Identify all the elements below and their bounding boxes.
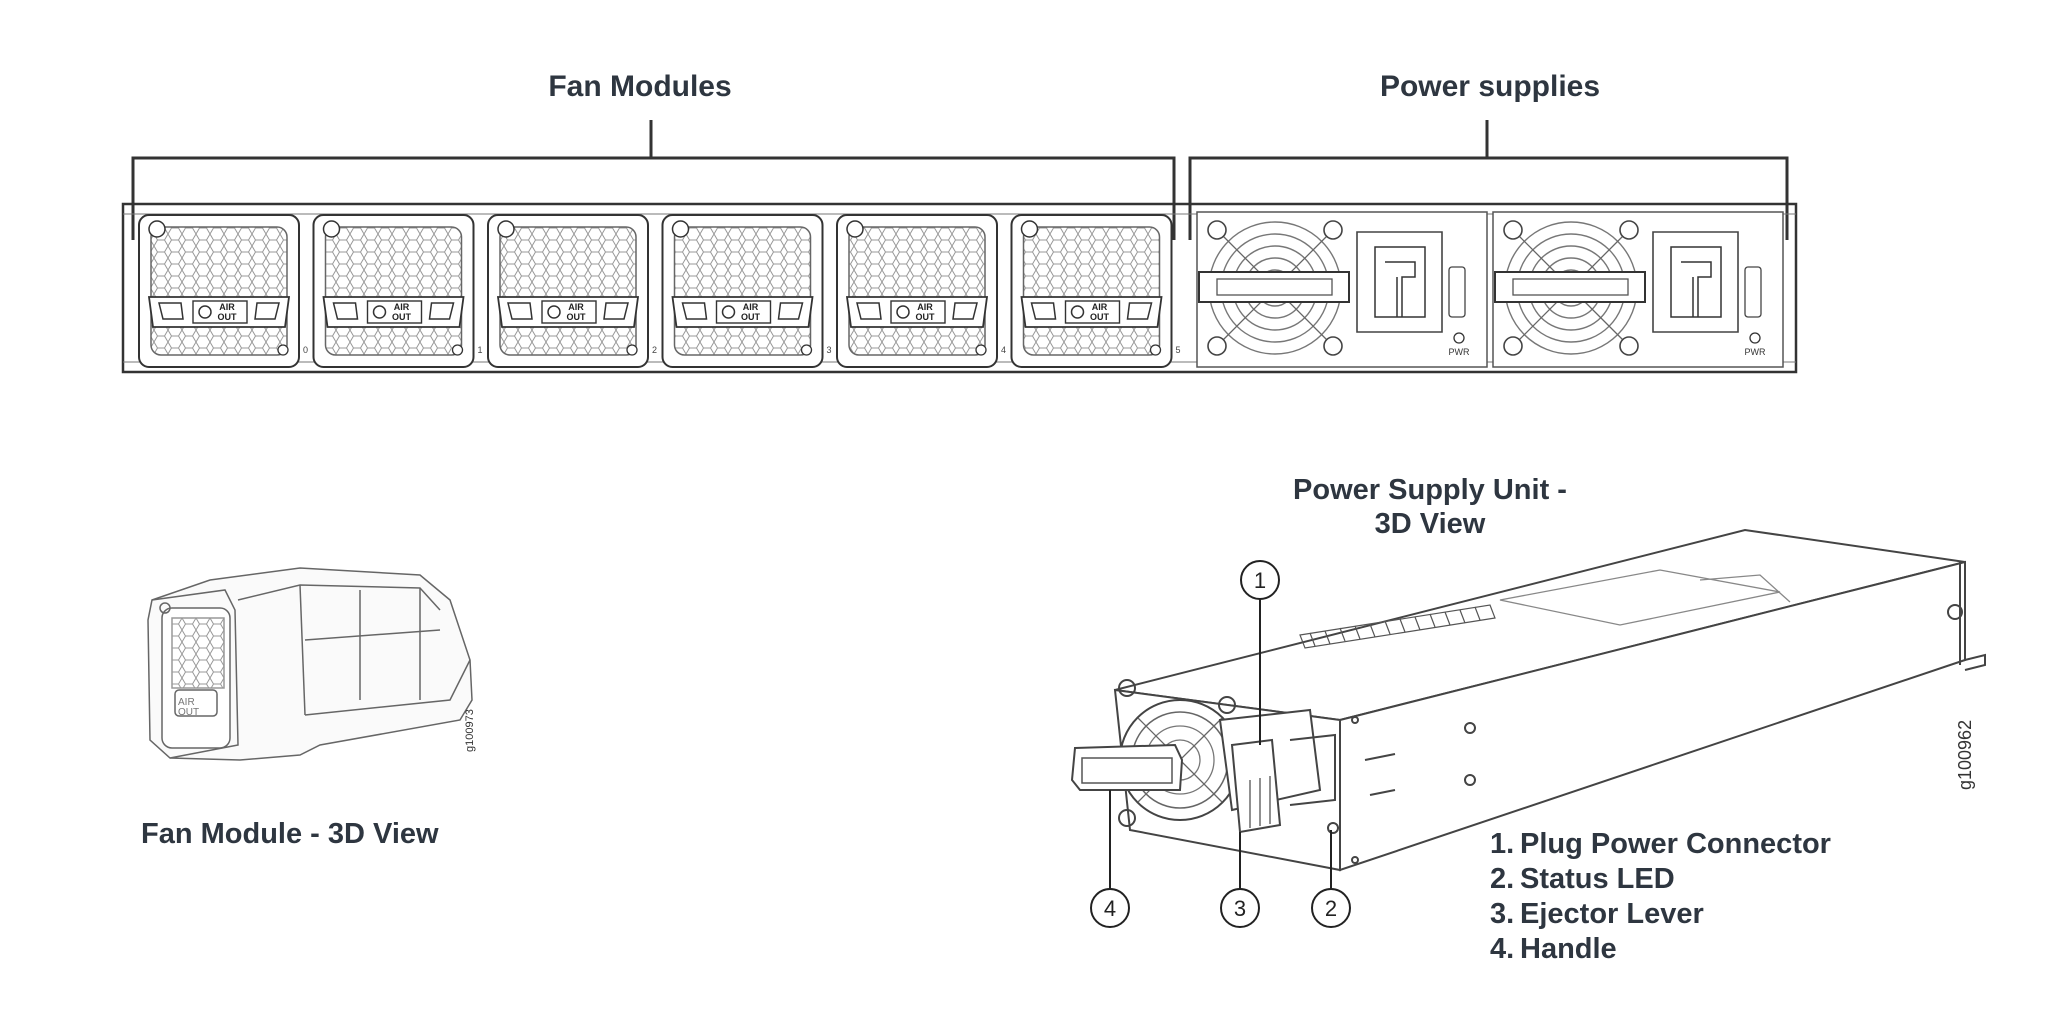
legend-text: Ejector Lever xyxy=(1520,898,1704,930)
fan-slot-number: 0 xyxy=(303,345,308,355)
svg-text:AIR: AIR xyxy=(178,697,195,708)
power-supply: PWR xyxy=(1196,211,1488,368)
power-supplies-bracket xyxy=(1188,120,1789,240)
fan-modules-group: AIROUT0AIROUT1AIROUT2AIROUT3AIROUT4AIROU… xyxy=(138,214,1181,368)
psu-led-label: PWR xyxy=(1745,347,1766,357)
psu-3d-drawing xyxy=(1070,528,1986,872)
fan-slot-number: 2 xyxy=(652,345,657,355)
legend-num: 3. xyxy=(1490,898,1515,930)
legend-num: 4. xyxy=(1490,933,1515,965)
callout-4 xyxy=(1090,888,1130,928)
callout-3-label: 3 xyxy=(1234,896,1246,921)
fan-slot-number: 5 xyxy=(1176,345,1181,355)
callout-1 xyxy=(1240,560,1280,600)
legend-item: 2.Status LED xyxy=(1490,862,1831,897)
psu-3d-catalog-id: g100962 xyxy=(1955,719,1975,790)
air-label-bottom: OUT xyxy=(1090,312,1110,322)
legend-text: Status LED xyxy=(1520,863,1675,895)
air-label-top: AIR xyxy=(743,302,759,312)
air-label-top: AIR xyxy=(1092,302,1108,312)
callout-2-label: 2 xyxy=(1325,896,1337,921)
psu-3d-title-line1: Power Supply Unit - xyxy=(1293,474,1567,506)
air-label-bottom: OUT xyxy=(567,312,587,322)
fan-modules-title: Fan Modules xyxy=(548,70,732,103)
air-label-bottom: OUT xyxy=(392,312,412,322)
psu-3d-title: Power Supply Unit - 3D View xyxy=(1270,473,1590,541)
air-label-top: AIR xyxy=(394,302,410,312)
fan-slot-number: 4 xyxy=(1001,345,1006,355)
callout-3 xyxy=(1220,888,1260,928)
callout-4-label: 4 xyxy=(1104,896,1116,921)
power-supplies-group: PWR PWR xyxy=(1196,211,1784,368)
svg-text:OUT: OUT xyxy=(178,707,199,718)
power-supplies-title: Power supplies xyxy=(1379,70,1601,103)
fan-slot-number: 1 xyxy=(478,345,483,355)
air-label-top: AIR xyxy=(917,302,933,312)
callouts xyxy=(1090,560,1351,928)
legend-item: 1.Plug Power Connector xyxy=(1490,827,1831,862)
air-label-bottom: OUT xyxy=(218,312,238,322)
chassis-frame xyxy=(121,202,1798,374)
fan-slot-number: 3 xyxy=(827,345,832,355)
psu-led-label: PWR xyxy=(1449,347,1470,357)
psu-3d-title-line2: 3D View xyxy=(1374,508,1486,540)
legend-text: Plug Power Connector xyxy=(1520,828,1831,860)
air-label-top: AIR xyxy=(568,302,584,312)
callout-1-label: 1 xyxy=(1254,568,1266,593)
callout-2 xyxy=(1311,888,1351,928)
fan-module-3d-drawing: AIR OUT xyxy=(147,567,473,761)
fan-3d-catalog-id: g100973 xyxy=(464,709,476,752)
legend-item: 3.Ejector Lever xyxy=(1490,897,1831,932)
legend: 1.Plug Power Connector 2.Status LED 3.Ej… xyxy=(1490,827,1831,967)
legend-num: 2. xyxy=(1490,863,1515,895)
legend-item: 4.Handle xyxy=(1490,932,1831,967)
power-supply: PWR xyxy=(1492,211,1784,368)
legend-text: Handle xyxy=(1520,933,1617,965)
legend-num: 1. xyxy=(1490,828,1515,860)
fan-module-3d-title: Fan Module - 3D View xyxy=(141,818,439,850)
air-label-bottom: OUT xyxy=(916,312,936,322)
air-label-top: AIR xyxy=(219,302,235,312)
fan-modules-bracket xyxy=(131,120,1176,240)
air-label-bottom: OUT xyxy=(741,312,761,322)
